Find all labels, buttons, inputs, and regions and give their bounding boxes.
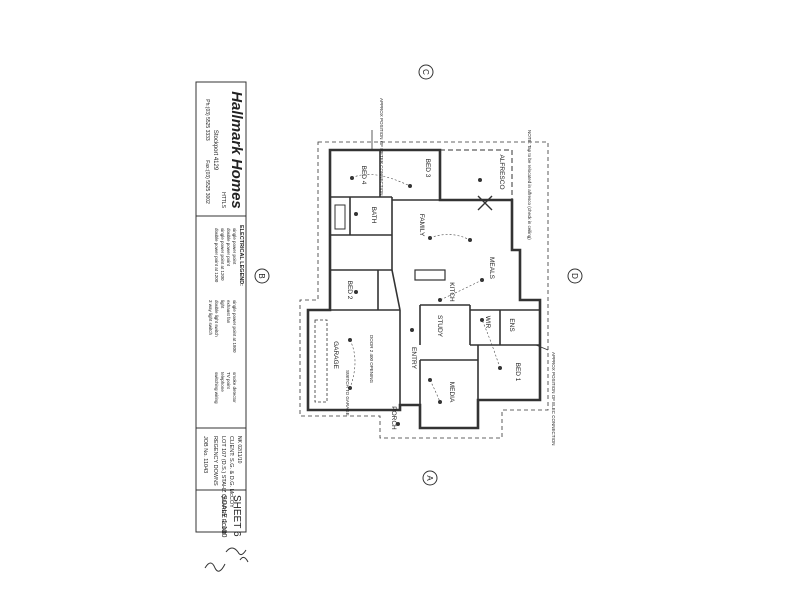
room-label: BED 3: [424, 159, 431, 178]
ceiling-fan-icon: [477, 195, 493, 211]
grid-marker-circle: [422, 470, 438, 486]
electrical-symbols: [348, 174, 502, 426]
sheet-label: SHEET 6: [231, 495, 242, 537]
legend-item: single power point: [232, 228, 237, 265]
light-symbol: [478, 178, 482, 182]
legend-item: switching wiring: [214, 372, 219, 404]
grid-marker-label: C: [421, 69, 430, 75]
room-label: PORCH: [390, 406, 397, 430]
floor-plan: [299, 130, 549, 439]
room-label: GARAGE: [332, 341, 339, 369]
brand-name: Hallmark Homes: [228, 91, 245, 209]
room-label: ENS: [508, 318, 515, 332]
switch-wiring: [349, 339, 356, 389]
light-symbol: [354, 290, 358, 294]
room-label: BED 2: [346, 281, 353, 300]
kitchen-island: [414, 269, 446, 281]
room-label: WIR: [484, 316, 491, 329]
garage-switch-note: SWITCH TO GARAGE: [345, 370, 350, 416]
room-label: FAMILY: [418, 214, 425, 237]
grid-marker-circle: [254, 268, 270, 284]
brand-address: Stockport 4129: [212, 130, 218, 171]
light-symbol: [480, 318, 484, 322]
internal-walls: [329, 150, 540, 405]
job-line: JOB No. 11043: [202, 436, 208, 473]
grid-marker-label: A: [425, 475, 434, 481]
date-line: NK 02/11/10: [236, 436, 242, 464]
light-symbol: [354, 212, 358, 216]
room-labels: BED 4 BED 3 ALFRESCO BATH FAMILY MEALS KITCH BE…: [332, 154, 521, 430]
bath-tub: [334, 204, 346, 230]
legend-item: single power point at 1800: [232, 300, 237, 353]
annotations: APPROX POSITION OF METER CONNECTION NOTE…: [345, 98, 556, 446]
legend-item: exhaust fan: [226, 300, 231, 324]
site-boundary: [299, 141, 549, 439]
room-label: MEDIA: [448, 382, 455, 403]
room-label: STUDY: [436, 315, 443, 338]
switch-wiring: [481, 319, 501, 369]
legend-item: single power point at 1200: [220, 228, 225, 281]
light-symbol: [438, 298, 442, 302]
light-symbol: [410, 328, 414, 332]
ensuite-meter-line: [535, 344, 549, 351]
legend-item: double power point at 1200: [214, 228, 219, 283]
garage-door-note: DOOR 2 400 OPENING: [369, 335, 374, 384]
title-block: Hallmark Homes Stockport 4129 Ph:(03) 55…: [195, 81, 247, 538]
garage-door: [314, 319, 328, 403]
room-label: MEALS: [488, 257, 495, 280]
legend-item: TV point: [226, 372, 231, 390]
alfresco-outline: [440, 149, 513, 200]
external-walls: [306, 148, 542, 430]
suburb-line: REGENCY DOWNS: [212, 436, 218, 486]
switch-wiring: [429, 234, 471, 241]
light-symbol: [396, 422, 400, 426]
legend-item: telephone: [220, 372, 225, 392]
grid-marker-circle: [418, 64, 434, 80]
legend-item: light: [220, 300, 225, 309]
legend-item: double power point: [226, 228, 231, 267]
grid-marker-label: D: [570, 273, 579, 279]
meter-note: APPROX POSITION OF METER CONNECTION: [379, 98, 384, 196]
brand-fax: Fax:(03) 5525 3002: [204, 160, 210, 204]
brand-phone: Ph:(03) 5525 3333: [204, 99, 210, 141]
scale-label: SCALE 1:100: [220, 495, 227, 538]
ensuite-note: APPROX POSITION OF ELEC CONNECTION: [551, 352, 556, 446]
room-label: BED 4: [360, 166, 367, 185]
grid-marker-label: B: [257, 273, 266, 278]
electrical-legend: ELECTRICAL LEGEND:: [238, 225, 244, 286]
switch-wiring: [351, 174, 411, 187]
room-label: ENTRY: [410, 347, 417, 370]
legend-item: smoke detector: [232, 372, 237, 403]
legend-title: ELECTRICAL LEGEND:: [238, 225, 244, 286]
room-label: BED 1: [514, 363, 521, 382]
brand-logo: Hallmark Homes: [228, 91, 245, 209]
alfresco-note: NOTE: Tap to be relocated in alfresco (c…: [527, 130, 532, 240]
legend-item: double light switch: [214, 300, 219, 337]
legend-item: 3 way light switch: [208, 300, 213, 336]
room-label: ALFRESCO: [498, 154, 505, 189]
room-label: KITCH: [448, 282, 455, 302]
logo-tag: HTTLS: [220, 192, 226, 209]
room-label: BATH: [370, 207, 377, 224]
grid-markers: A B C D: [254, 64, 583, 486]
switch-wiring: [439, 279, 483, 301]
lot-line: LOT 107 (D.S.) STAHZ QUARRY ROAD: [220, 436, 226, 535]
grid-marker-circle: [567, 268, 583, 284]
client-line: CLIENT: S.G. & D.G. McCOY: [228, 436, 234, 508]
signature: [204, 547, 249, 572]
switch-wiring: [429, 379, 441, 403]
